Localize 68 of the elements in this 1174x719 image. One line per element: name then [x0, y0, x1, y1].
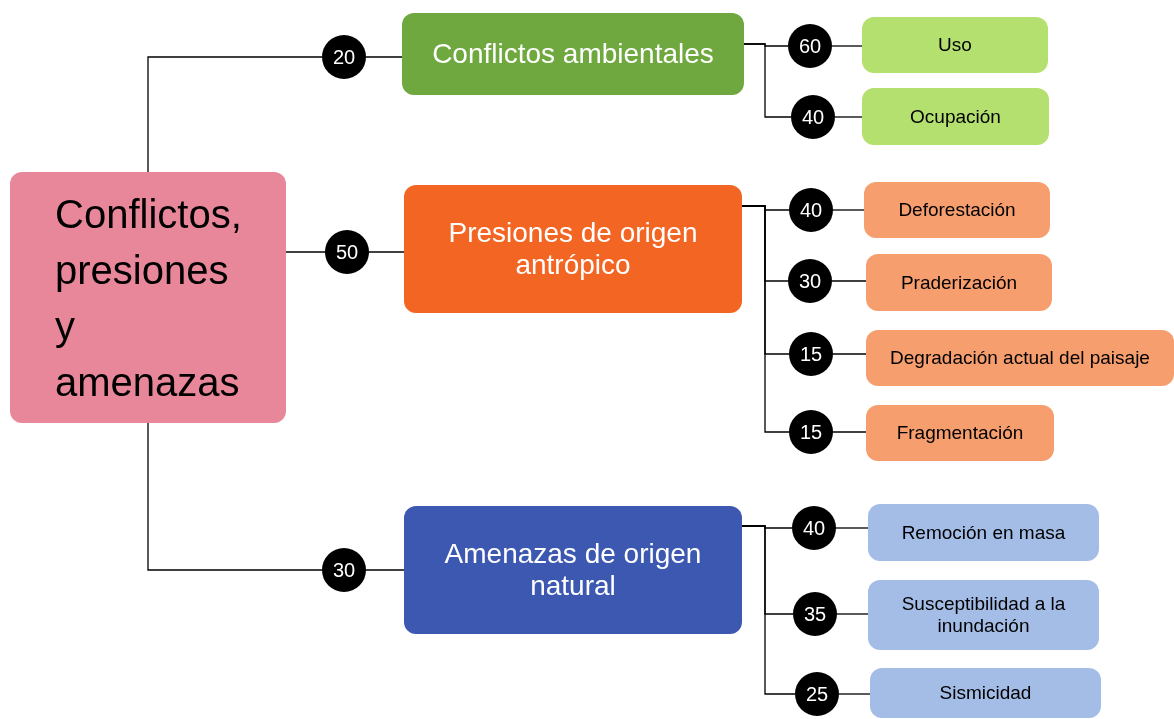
node-label: Presiones de origen antrópico — [447, 216, 699, 282]
connector-line — [365, 569, 405, 571]
number-circle — [789, 188, 833, 232]
node-label: Uso — [938, 34, 972, 56]
number-label: 15 — [799, 342, 823, 366]
connector-line — [147, 422, 323, 571]
node-label: Praderización — [900, 271, 1018, 294]
connector-line — [365, 56, 403, 58]
number-circle — [791, 95, 835, 139]
number-label: 30 — [798, 269, 822, 293]
subcategory-box — [862, 88, 1049, 145]
number-label: 30 — [332, 558, 356, 582]
number-circle — [788, 24, 832, 68]
connector-line — [831, 45, 863, 47]
number-circle — [322, 35, 366, 79]
connector-line — [832, 353, 867, 355]
number-label: 40 — [799, 198, 823, 222]
category-box — [402, 13, 744, 95]
node-label: Sismicidad — [939, 682, 1032, 704]
number-circle — [322, 548, 366, 592]
number-circle — [789, 410, 833, 454]
number-label: 25 — [805, 682, 829, 706]
number-circle — [789, 332, 833, 376]
subcategory-box — [866, 330, 1174, 386]
number-label: 15 — [799, 420, 823, 444]
number-label: 60 — [798, 34, 822, 58]
number-label: 50 — [335, 240, 359, 264]
number-label: 40 — [801, 105, 825, 129]
connector-line — [741, 205, 790, 433]
number-circle — [793, 592, 837, 636]
subcategory-box — [868, 504, 1099, 561]
connector-line — [368, 251, 405, 253]
node-label: Conflictos, presiones y amenazas — [55, 190, 243, 406]
node-label: Degradación actual del paisaje — [890, 347, 1150, 369]
subcategory-box — [864, 182, 1050, 238]
number-circle — [325, 230, 369, 274]
number-label: 20 — [332, 45, 356, 69]
connector-line — [835, 527, 869, 529]
connector-line — [831, 280, 867, 282]
node-label: Amenazas de origen natural — [443, 537, 703, 603]
connector-line — [741, 525, 796, 695]
node-label: Deforestación — [898, 199, 1016, 221]
node-label: Susceptibilidad a la inundación — [900, 593, 1067, 637]
connector-line — [285, 251, 326, 253]
number-circle — [788, 259, 832, 303]
category-box — [404, 185, 742, 313]
subcategory-box — [868, 580, 1099, 650]
number-label: 40 — [802, 516, 826, 540]
node-label: Fragmentación — [896, 422, 1024, 444]
root-box — [10, 172, 286, 423]
connector-line — [834, 116, 863, 118]
category-box — [404, 506, 742, 634]
connector-line — [147, 56, 323, 173]
subcategory-box — [870, 668, 1101, 718]
subcategory-box — [866, 254, 1052, 311]
subcategory-box — [866, 405, 1054, 461]
connector-line — [743, 43, 792, 118]
number-circle — [792, 506, 836, 550]
number-label: 35 — [803, 602, 827, 626]
connector-line — [832, 431, 867, 433]
node-label: Conflictos ambientales — [432, 37, 714, 71]
node-label: Ocupación — [910, 105, 1001, 128]
connector-line — [832, 209, 865, 211]
subcategory-box — [862, 17, 1048, 73]
connector-line — [836, 613, 869, 615]
number-circle — [795, 672, 839, 716]
connector-line — [838, 693, 871, 695]
node-label: Remoción en masa — [901, 521, 1066, 544]
